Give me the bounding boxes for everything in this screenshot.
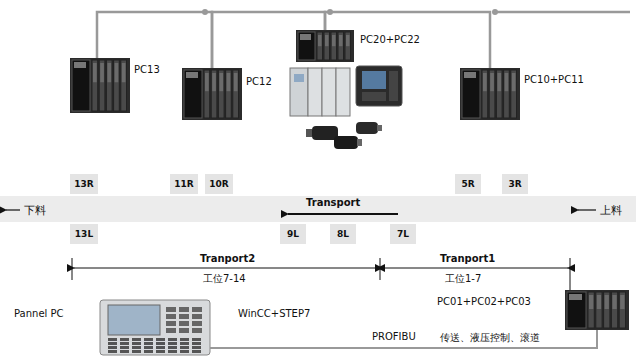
station-label: 10R xyxy=(209,179,228,189)
annotation-label: 传送、液压控制、滚道 xyxy=(440,331,540,345)
dimension-lines xyxy=(72,258,570,290)
plc-rack: PC10+PC11 xyxy=(460,68,520,120)
annotation-label: 工位1-7 xyxy=(445,272,481,286)
panel-pc-illustration xyxy=(100,300,210,355)
load-arrow xyxy=(578,209,596,210)
drive-illustration xyxy=(290,66,402,149)
plc-rack: PC01+PC02+PC03 xyxy=(565,290,629,330)
station-box: 5R xyxy=(455,174,481,194)
station-box: 9L xyxy=(280,224,306,244)
annotation-label: 工位7-14 xyxy=(203,272,246,286)
device-label: PC01+PC02+PC03 xyxy=(437,296,531,307)
annotation-label: 上料 xyxy=(600,203,622,218)
station-label: 8L xyxy=(337,229,349,239)
station-label: 3R xyxy=(508,179,521,189)
station-box: 13L xyxy=(70,224,98,244)
station-label: 9L xyxy=(287,229,299,239)
station-box: 8L xyxy=(330,224,356,244)
keypad xyxy=(108,307,202,353)
station-label: 5R xyxy=(461,179,474,189)
transport-arrow xyxy=(288,213,398,215)
transport-band xyxy=(0,196,636,222)
bus-connector xyxy=(210,330,597,348)
panel-pc: Pannel PC xyxy=(100,300,210,355)
station-box: 10R xyxy=(205,174,233,194)
station-label: 11R xyxy=(174,179,193,189)
annotation-label: Transport xyxy=(306,197,360,208)
annotation-label: WinCC+STEP7 xyxy=(238,308,310,319)
station-box: 7L xyxy=(390,224,416,244)
plc-rack: PC12 xyxy=(182,68,242,120)
plc-rack: PC20+PC22 xyxy=(296,30,354,62)
device-label: PC12 xyxy=(246,76,272,87)
annotation-label: Tranport2 xyxy=(200,253,255,264)
device-label: PC10+PC11 xyxy=(524,74,584,85)
annotation-label: Tranport1 xyxy=(440,253,495,264)
plc-rack: PC13 xyxy=(70,58,130,113)
annotation-label: 下料 xyxy=(24,203,46,218)
unload-arrow xyxy=(6,209,20,210)
device-label: PC20+PC22 xyxy=(360,34,420,45)
annotation-label: PROFIBU xyxy=(372,331,416,342)
bus-dot xyxy=(492,9,498,15)
station-label: 13R xyxy=(74,179,93,189)
station-label: 13L xyxy=(75,229,93,239)
bus-connector xyxy=(212,12,325,68)
bus-line xyxy=(495,11,630,14)
device-label: Pannel PC xyxy=(14,308,64,319)
station-box: 3R xyxy=(502,174,528,194)
station-box: 13R xyxy=(70,174,98,194)
device-label: PC13 xyxy=(134,64,160,75)
station-label: 7L xyxy=(397,229,409,239)
bus-connector xyxy=(325,12,490,68)
station-box: 11R xyxy=(170,174,198,194)
